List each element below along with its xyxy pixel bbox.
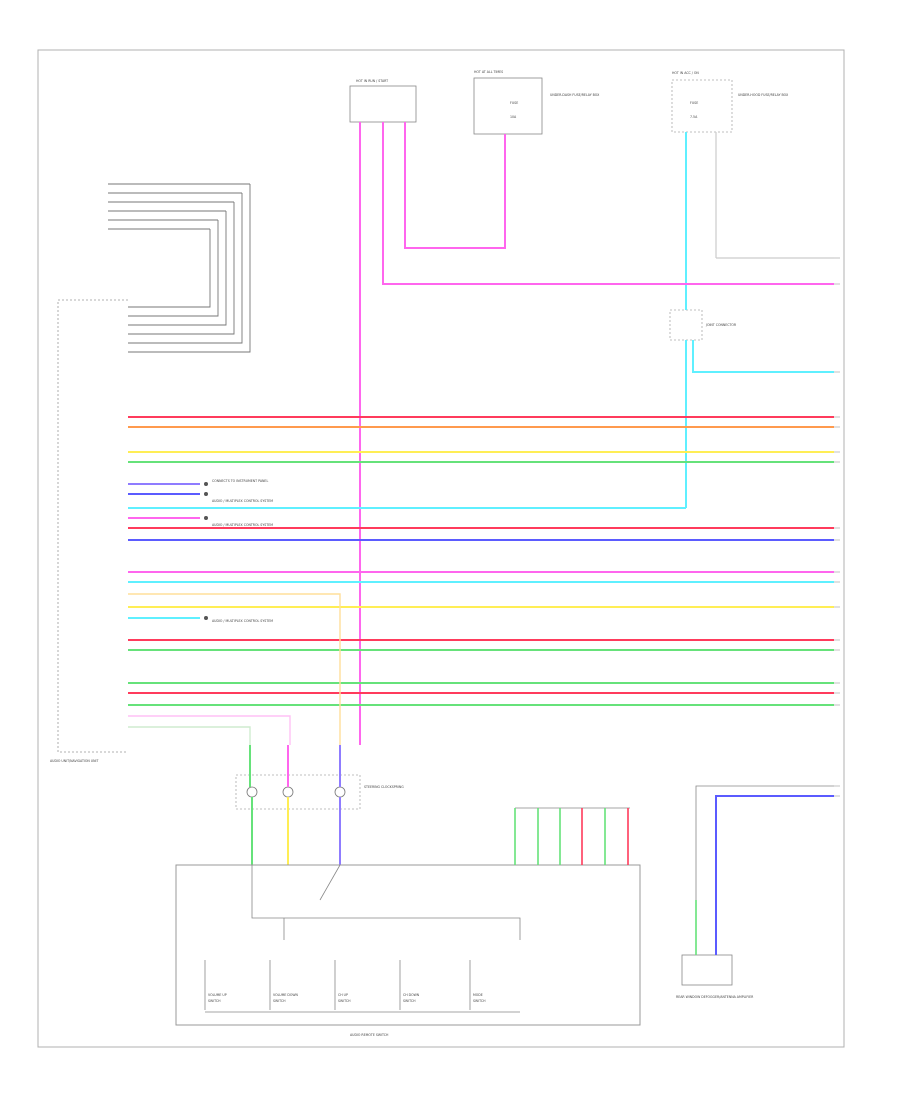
top-right-fuse-line-2: 7.5A <box>690 115 698 119</box>
top-mid-fuse-line-2: 10A <box>510 115 517 119</box>
top-left-connector: HOT IN RUN / START <box>349 79 417 160</box>
annotation-3: AUDIO / MULTIPLEX CONTROL SYSTEM <box>212 523 273 527</box>
steering-connector: STEERING CLOCKSPRING <box>235 745 404 865</box>
top-mid-fuse-line-1: FUSE <box>510 101 518 105</box>
steering-connector-label: STEERING CLOCKSPRING <box>364 785 404 789</box>
right-joint-connector: JOINT CONNECTOR <box>669 300 834 508</box>
top-mid-connector-label: HOT AT ALL TIMES <box>474 70 503 74</box>
top-left-connector-label: HOT IN RUN / START <box>356 79 388 83</box>
audio-unit-label: AUDIO UNIT/NAVIGATION UNIT <box>50 759 98 763</box>
rear-defogger-unit: REAR WINDOW DEFOGGER/ANTENNA AMPLIFIER <box>676 785 834 999</box>
top-right-fuse-line-1: FUSE <box>690 101 698 105</box>
remote-switch-group <box>204 960 520 1013</box>
switch-4-name: CH DOWN <box>403 993 420 997</box>
audio-unit-bracket <box>57 299 128 753</box>
right-edge-terminals <box>834 257 840 797</box>
annotation-4: AUDIO / MULTIPLEX CONTROL SYSTEM <box>212 619 273 623</box>
switch-2-name: VOLUME DOWN <box>273 993 298 997</box>
diagram-frame <box>37 49 845 1048</box>
switch-1-sub: SWITCH <box>208 999 221 1003</box>
lower-left-feed-wires <box>128 593 341 745</box>
switch-3-sub: SWITCH <box>338 999 351 1003</box>
top-right-connector: HOT IN ACC / ON FUSE 7.5A UNDER-HOOD FUS… <box>671 71 834 300</box>
annotation-2: AUDIO / MULTIPLEX CONTROL SYSTEM <box>212 499 273 503</box>
switch-5-sub: SWITCH <box>473 999 486 1003</box>
switch-3-name: CH UP <box>338 993 348 997</box>
left-top-bundle <box>108 183 251 353</box>
switch-4-sub: SWITCH <box>403 999 416 1003</box>
switch-box-top-pins <box>514 807 630 865</box>
audio-switch-box-label: AUDIO REMOTE SWITCH <box>350 1033 389 1037</box>
horizontal-wires <box>128 416 834 706</box>
switch-1-name: VOLUME UP <box>208 993 227 997</box>
top-mid-connector-note: UNDER-DASH FUSE/RELAY BOX <box>550 93 600 97</box>
right-joint-connector-label: JOINT CONNECTOR <box>705 323 737 327</box>
top-mid-connector: HOT AT ALL TIMES FUSE 10A UNDER-DASH FUS… <box>473 70 600 170</box>
annotation-1: CONNECTS TO INSTRUMENT PANEL <box>212 479 268 483</box>
switch-2-sub: SWITCH <box>273 999 286 1003</box>
audio-remote-switch-box: AUDIO REMOTE SWITCH <box>175 864 641 1037</box>
top-right-connector-label: HOT IN ACC / ON <box>672 71 699 75</box>
top-right-connector-note: UNDER-HOOD FUSE/RELAY BOX <box>738 93 789 97</box>
switch-5-name: MODE <box>473 993 483 997</box>
rear-defogger-unit-label: REAR WINDOW DEFOGGER/ANTENNA AMPLIFIER <box>676 995 754 999</box>
annotation-markers <box>204 482 208 620</box>
